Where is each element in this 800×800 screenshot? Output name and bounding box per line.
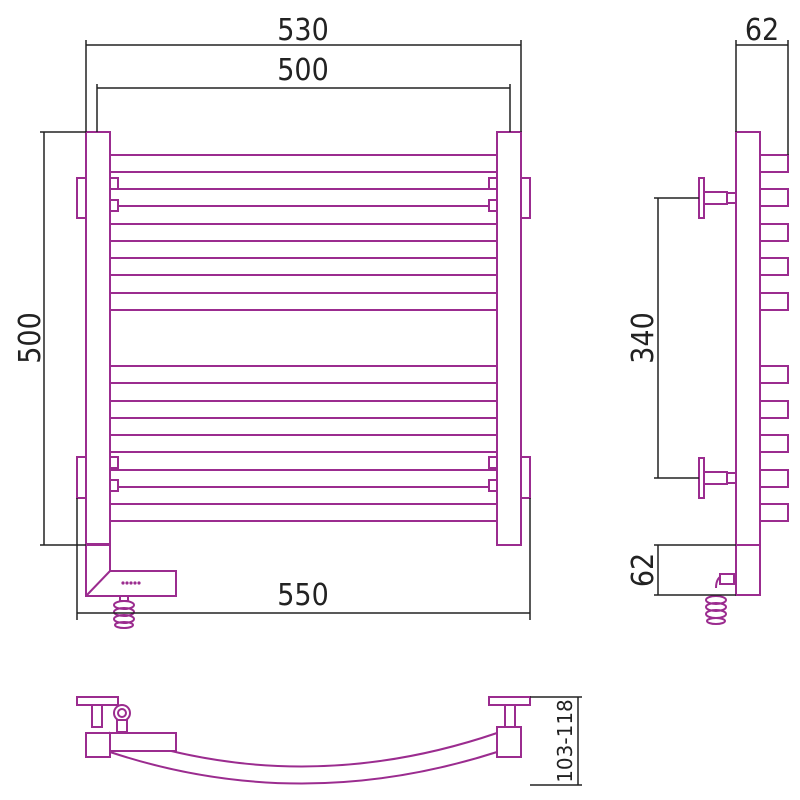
dim-wall-label: 103-118: [553, 699, 577, 783]
bracket-tab: [488, 177, 498, 190]
top-right-plate: [488, 696, 531, 706]
side-rail: [757, 469, 789, 488]
bracket-tab: [109, 177, 119, 190]
bracket-tab: [488, 199, 498, 212]
dim-340-label: 340: [626, 312, 661, 364]
bracket-tab: [488, 456, 498, 469]
dim-550-line: [76, 498, 531, 620]
side-rail: [757, 503, 789, 522]
dim-530-label: 530: [277, 13, 329, 48]
dim-heater-label: 62: [626, 553, 661, 587]
indicator-dots: [121, 581, 141, 585]
front-view: 530 500 500 550: [13, 13, 531, 629]
side-rail: [757, 434, 789, 453]
right-column: [496, 131, 522, 546]
side-rail: [757, 400, 789, 419]
cable-spring-icon: [113, 595, 135, 629]
rail: [107, 154, 500, 173]
side-rail: [757, 365, 789, 384]
dim-340-line: [654, 197, 699, 479]
rail: [107, 503, 500, 522]
dim-500-width-label: 500: [277, 53, 329, 88]
rail: [107, 469, 500, 488]
dim-550-label: 550: [277, 578, 329, 613]
rail: [107, 434, 500, 453]
electric-heater: [85, 543, 177, 629]
dim-depth-label: 62: [745, 13, 779, 48]
dim-530-line: [85, 40, 522, 132]
rail: [107, 400, 500, 419]
rail: [107, 223, 500, 242]
side-upper-mount: [698, 177, 737, 219]
side-heater: [705, 544, 761, 625]
top-view: 103-118: [76, 696, 582, 786]
side-rail: [757, 223, 789, 242]
dim-height-line: [40, 131, 86, 546]
top-left-plate: [76, 696, 119, 706]
bracket-tab: [109, 199, 119, 212]
side-rail: [757, 292, 789, 311]
rail: [107, 292, 500, 311]
dim-heater-line: [654, 544, 736, 596]
side-rail: [757, 188, 789, 207]
side-rail: [757, 257, 789, 276]
dim-wall-line: [530, 696, 582, 786]
bracket-tab: [109, 479, 119, 492]
side-rail: [757, 154, 789, 173]
left-column: [85, 131, 111, 546]
rail: [107, 257, 500, 276]
rail: [107, 188, 500, 207]
bracket-tab: [109, 456, 119, 469]
dim-500-line: [96, 84, 511, 132]
rail: [107, 365, 500, 384]
side-view: 62 340 62: [626, 13, 789, 625]
side-column: [735, 131, 761, 546]
bracket-tab: [488, 479, 498, 492]
side-lower-mount: [698, 457, 737, 499]
dim-height-label: 500: [13, 312, 48, 364]
dim-depth-line: [735, 40, 789, 155]
